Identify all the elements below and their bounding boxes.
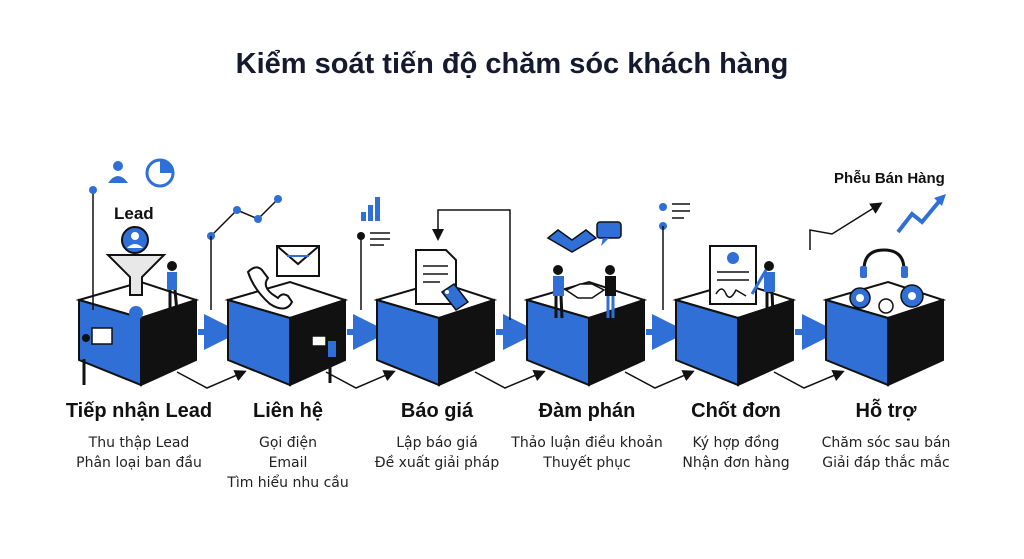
stage-desc-line: Lập báo giá: [396, 435, 478, 451]
line-chart-icon: [207, 195, 282, 310]
list-pin-icon: [357, 232, 390, 310]
cube-right: [887, 298, 944, 387]
stage-desc-line: Email: [268, 455, 308, 471]
stage-desc-line: Chăm sóc sau bán: [821, 435, 951, 451]
bar-chart-icon: [361, 197, 380, 221]
business-people-icon: [553, 265, 616, 319]
page-title: Kiểm soát tiến độ chăm sóc khách hàng: [235, 48, 789, 80]
connector-arrow: [773, 369, 845, 389]
stage-desc-line: Thu thập Lead: [88, 435, 190, 451]
connector-arrow: [325, 370, 396, 389]
presenter-icon: [82, 327, 113, 385]
cube-right: [438, 298, 495, 387]
stage-title: Liên hệ: [252, 400, 323, 422]
connector-arrow: [624, 370, 695, 389]
stage-desc-line: Nhận đơn hàng: [682, 455, 790, 471]
loop-arrow-icon: [432, 209, 511, 320]
contract-icon: [709, 245, 768, 305]
signer-icon: [764, 261, 775, 315]
envelope-person-icon: [311, 332, 336, 383]
support-gears-icon: [849, 248, 924, 314]
stage-desc-line: Thuyết phục: [543, 455, 631, 471]
stage-cube-3: [373, 280, 498, 387]
cube-right: [737, 298, 794, 387]
handshake-icon: [546, 221, 622, 253]
stage-desc-line: Giải đáp thắc mắc: [822, 455, 950, 471]
connector-arrow: [474, 369, 546, 389]
person-icon: [167, 261, 179, 313]
pie-chart-icon: [145, 158, 175, 188]
stage-title: Hỗ trợ: [855, 400, 917, 422]
stage-desc-line: Ký hợp đồng: [692, 435, 780, 451]
stage-title: Tiếp nhận Lead: [65, 400, 213, 422]
stage-desc-line: Tìm hiểu nhu cầu: [227, 475, 349, 491]
cube-right: [588, 298, 645, 387]
stage-title: Đàm phán: [538, 400, 636, 422]
lead-label: Lead: [114, 204, 154, 223]
funnel-icon: [105, 226, 167, 320]
connector-arrow: [176, 370, 247, 389]
stage-title: Chốt đơn: [691, 400, 781, 422]
phone-envelope-icon: [246, 245, 320, 310]
stage-desc-line: Phân loại ban đầu: [76, 455, 202, 471]
pin-icon: [89, 186, 97, 310]
growth-arrow-icon: [809, 194, 946, 250]
funnel-label: Phễu Bán Hàng: [834, 170, 945, 187]
stage-desc-line: Gọi điện: [258, 435, 318, 451]
stage-title: Báo giá: [400, 400, 474, 422]
quote-document-icon: [415, 249, 470, 312]
list-pin-icon-2: [659, 203, 690, 310]
stage-desc-line: Đề xuất giải pháp: [374, 455, 500, 471]
stage-cube-6: [822, 280, 947, 387]
user-icon: [108, 161, 128, 183]
stage-desc-line: Thảo luận điều khoản: [511, 435, 663, 451]
